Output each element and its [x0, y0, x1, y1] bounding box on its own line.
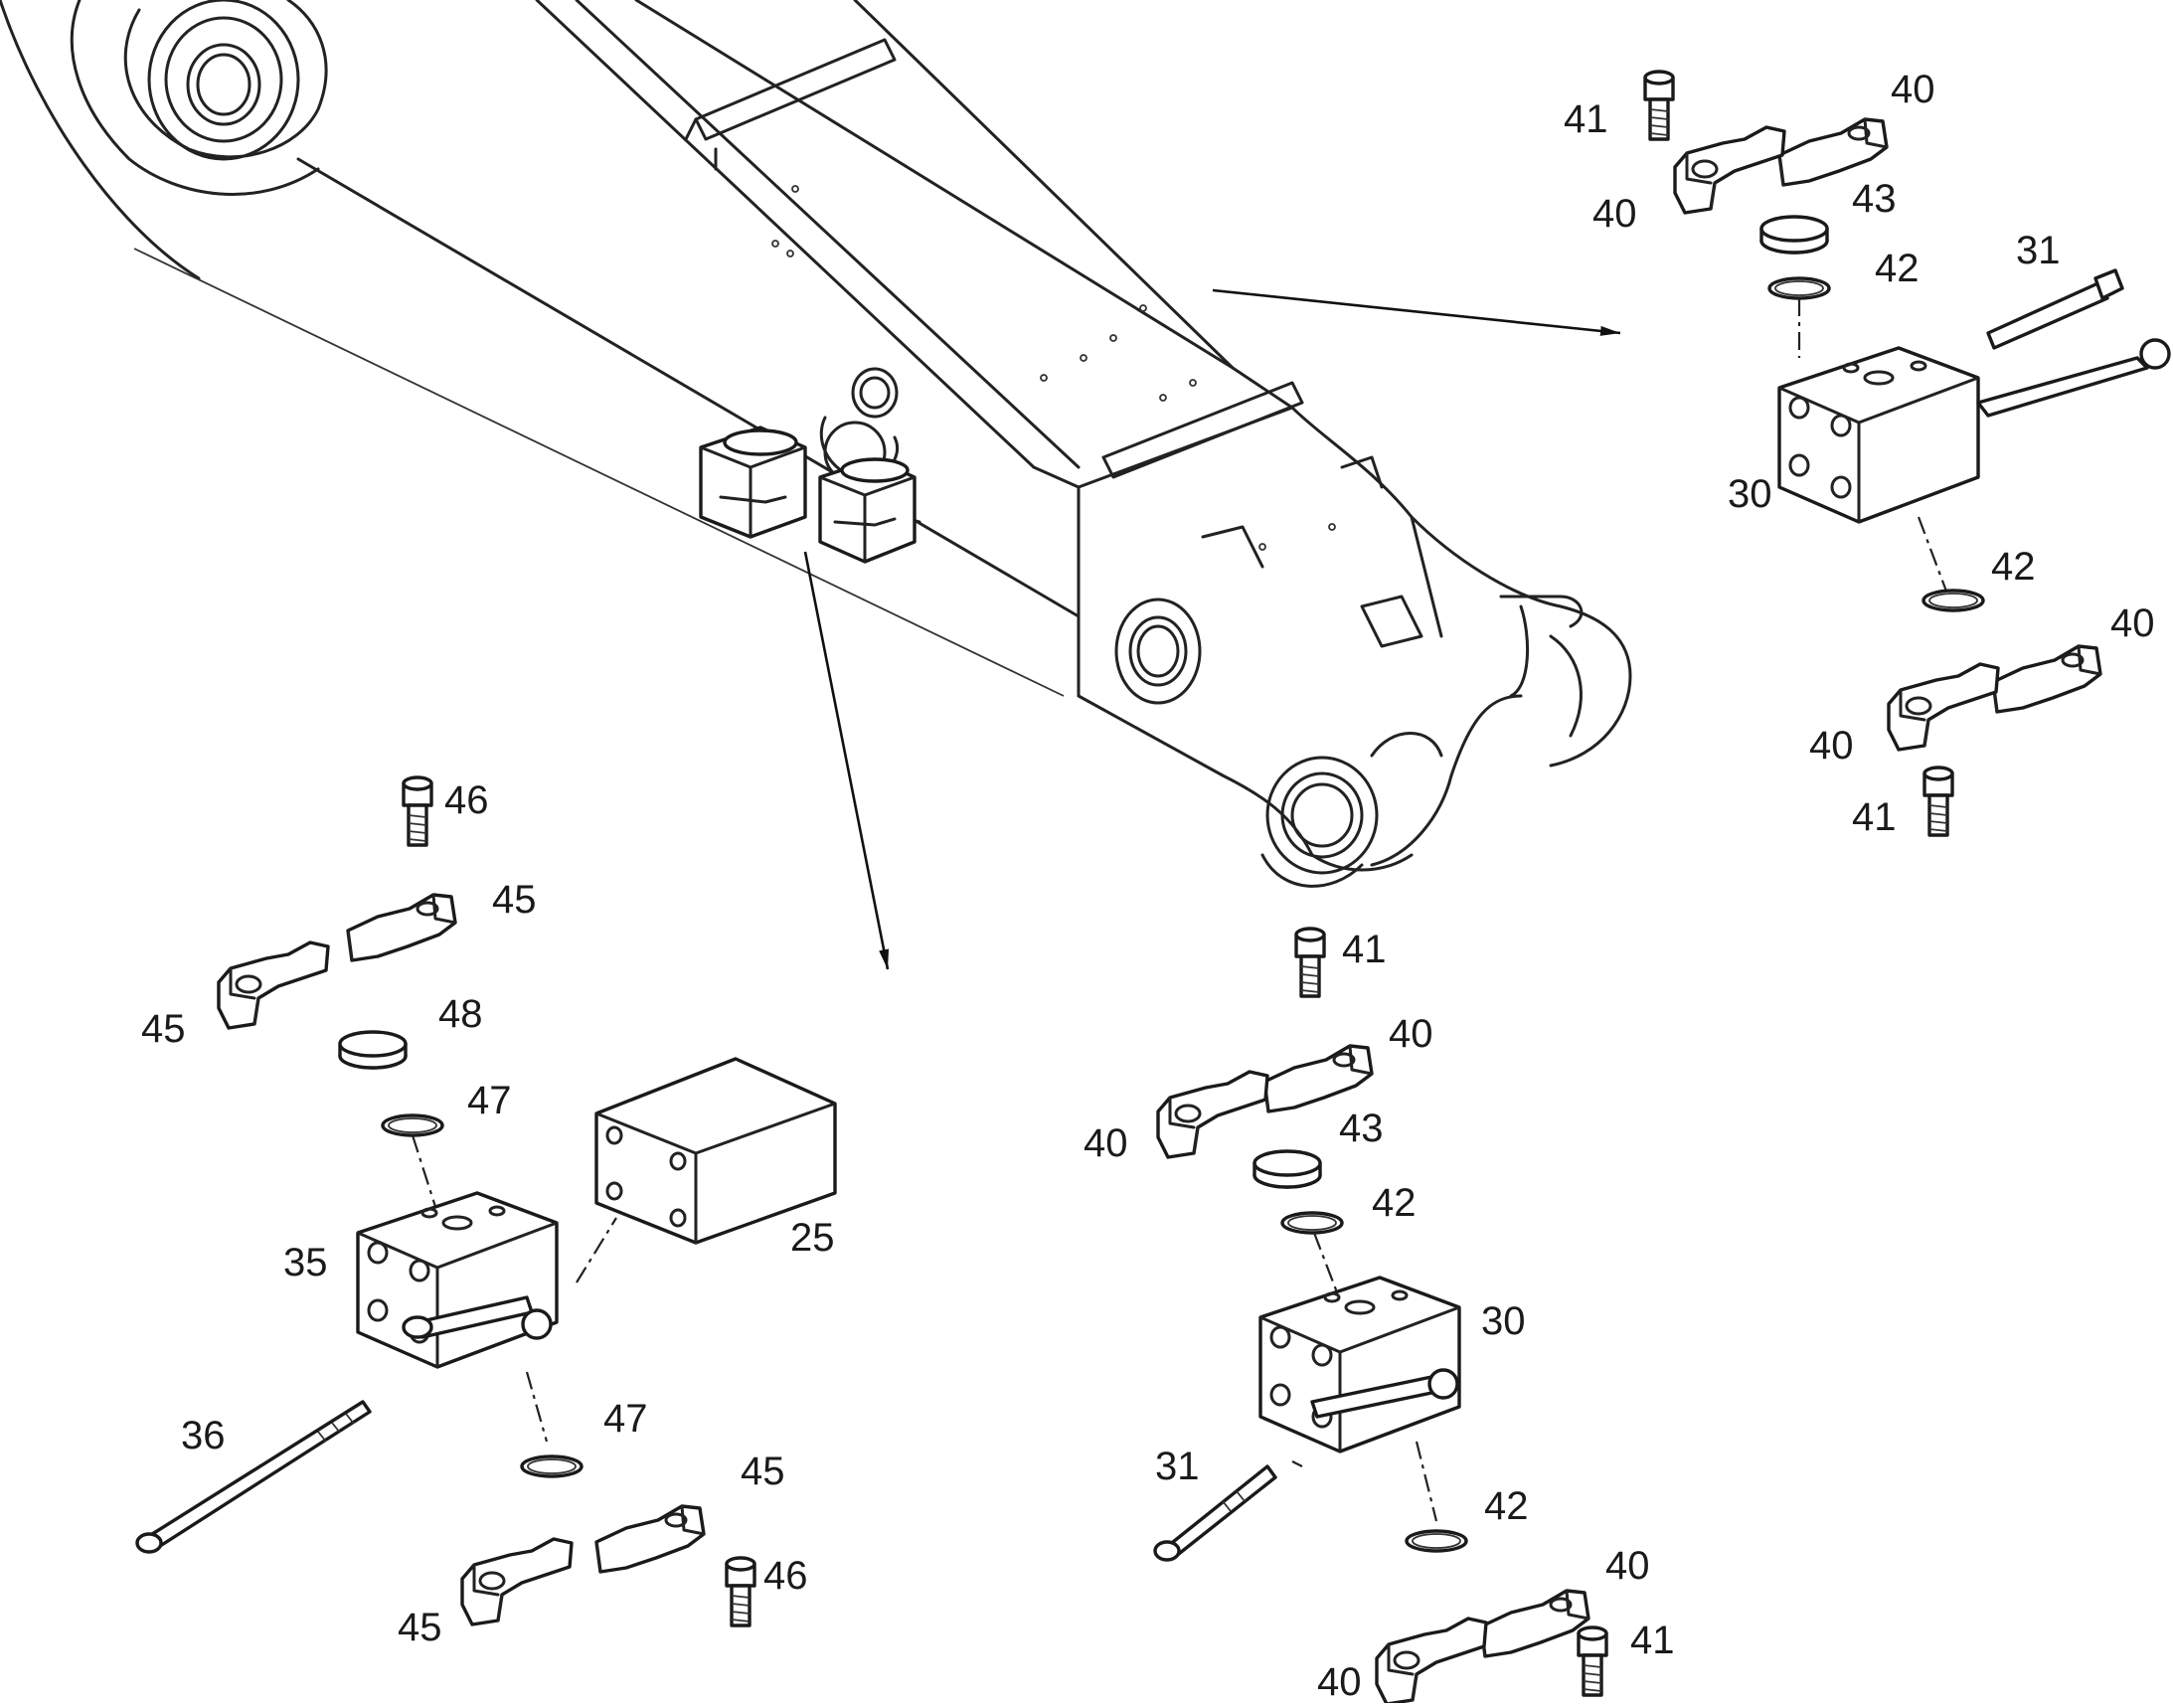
callout-label: 40	[1891, 68, 1935, 111]
callout-label: 31	[2016, 229, 2061, 272]
callout-label: 47	[467, 1079, 512, 1122]
callout-label: 30	[1728, 472, 1772, 516]
callout-label: 48	[438, 992, 483, 1036]
callout-label: 42	[1484, 1484, 1529, 1528]
callout-label: 46	[444, 778, 489, 822]
callout-label: 45	[741, 1450, 785, 1493]
callout-label: 41	[1852, 795, 1897, 839]
callout-label: 30	[1481, 1299, 1526, 1343]
boom-assembly	[0, 0, 1632, 888]
callout-labels: 41 40 40 43 42 31 30 42 40 40 41 46 45 4…	[141, 68, 2155, 1704]
detail-bottom-left	[135, 775, 837, 1627]
callout-label: 43	[1339, 1107, 1384, 1150]
callout-label: 40	[1605, 1544, 1650, 1588]
callout-label: 41	[1564, 97, 1608, 141]
callout-label: 45	[398, 1606, 442, 1649]
callout-label: 40	[1389, 1012, 1433, 1056]
detail-arrow-down	[803, 551, 890, 970]
callout-label: 40	[1809, 724, 1854, 768]
callout-label: 45	[141, 1007, 186, 1051]
callout-label: 41	[1342, 928, 1387, 971]
callout-label: 35	[283, 1241, 328, 1284]
callout-label: 42	[1875, 247, 1920, 290]
detail-top-right	[1643, 70, 2171, 837]
callout-label: 40	[1084, 1121, 1128, 1165]
callout-label: 41	[1630, 1619, 1675, 1662]
callout-label: 43	[1852, 177, 1897, 221]
callout-label: 25	[790, 1216, 835, 1260]
detail-bottom-right	[1153, 927, 1608, 1706]
callout-label: 47	[603, 1397, 648, 1441]
callout-label: 36	[181, 1414, 226, 1457]
callout-label: 31	[1155, 1445, 1200, 1488]
callout-label: 42	[1372, 1181, 1417, 1225]
callout-label: 42	[1991, 545, 2036, 589]
callout-label: 46	[763, 1554, 808, 1598]
detail-arrow-right	[1212, 288, 1621, 336]
callout-label: 45	[492, 878, 537, 922]
callout-label: 40	[1317, 1660, 1362, 1703]
callout-label: 40	[2110, 601, 2155, 645]
callout-label: 40	[1592, 192, 1637, 236]
